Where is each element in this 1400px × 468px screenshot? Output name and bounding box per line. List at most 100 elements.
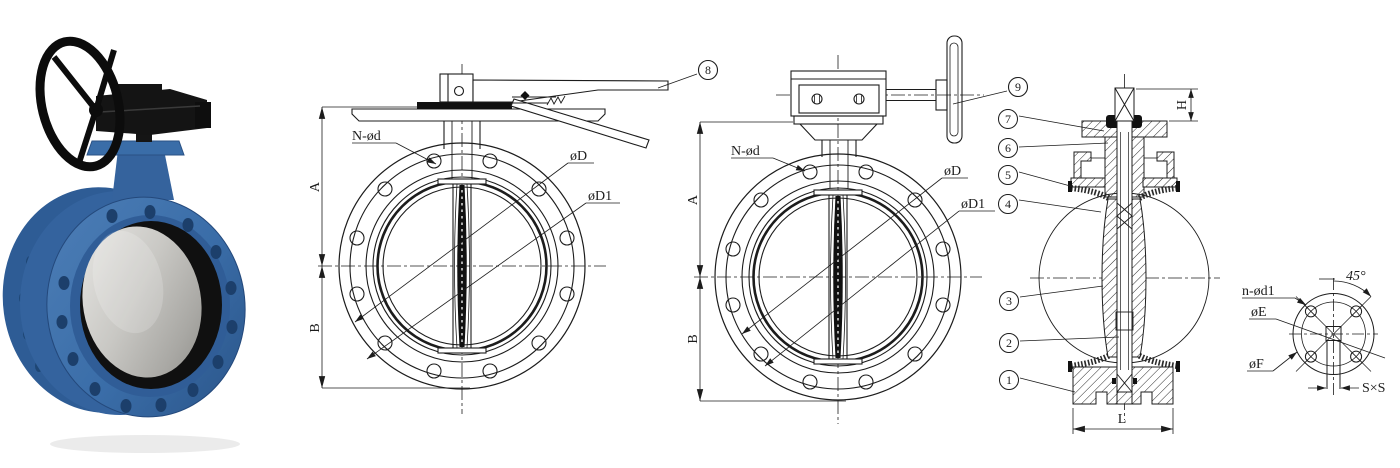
face-circle	[365, 169, 559, 363]
neck-wall	[1131, 136, 1145, 198]
balloon-8-leader	[657, 73, 698, 89]
dim-H	[1136, 88, 1198, 122]
balloon-3	[999, 291, 1019, 311]
label-dia-D1: øD1	[588, 189, 612, 204]
balloon-9-number: 9	[1015, 80, 1021, 94]
valve-neck	[112, 150, 174, 200]
leader-dia-D1	[764, 210, 960, 367]
balloon-2-number: 2	[1006, 336, 1012, 350]
front-view-gear-drawing	[694, 35, 1029, 424]
gearbox-face	[798, 84, 880, 114]
bottom-flange	[1072, 366, 1118, 405]
balloon-6	[998, 138, 1018, 158]
leaders	[352, 73, 698, 360]
bolt-hole-pattern	[1304, 305, 1363, 363]
dim-label-H: H	[1175, 100, 1190, 110]
balloon-8-number: 8	[705, 63, 711, 77]
balloon-5-number: 5	[1005, 168, 1011, 182]
top-flange-plate	[86, 140, 185, 156]
bottom-seal	[1133, 378, 1137, 384]
dimensions	[318, 106, 470, 389]
disc-edge-view	[813, 189, 863, 365]
stem-channel	[1116, 120, 1133, 393]
dim-label-A: A	[308, 181, 323, 192]
dim-label-L: L	[1118, 412, 1127, 427]
flange-od-circle	[714, 153, 962, 401]
label-dia-D1: øD1	[961, 197, 985, 212]
balloon-6-number: 6	[1005, 141, 1011, 155]
bottom-flange	[1131, 366, 1174, 405]
latch-pin	[520, 91, 530, 100]
dim-label-A: A	[686, 194, 701, 205]
lever-head-block	[439, 73, 474, 103]
label-bolt-holes: N-ød	[352, 129, 381, 144]
face-circle	[741, 180, 935, 374]
balloon-9	[1007, 76, 1029, 98]
disc-edge-view	[437, 178, 487, 354]
photo-shadow	[50, 435, 240, 453]
bottom-seal	[1112, 378, 1116, 384]
bottom-boss	[1116, 391, 1133, 405]
dim-L	[1072, 408, 1174, 434]
stem-square	[1325, 326, 1342, 341]
label-bolt-holes: n-ød1	[1242, 284, 1275, 299]
front-view-gear-text: N-ød øD øD1 A B 9	[686, 80, 1021, 344]
seat-edge	[1068, 361, 1072, 372]
leader-bolt-holes	[395, 142, 437, 165]
flange-od-circle	[1292, 293, 1375, 375]
leader-dia-D1	[366, 202, 587, 360]
gearbox-bolt	[853, 93, 865, 105]
lever-top-bar	[472, 79, 669, 103]
leader-dia-D	[354, 162, 569, 323]
front-view-lever-drawing	[318, 59, 719, 414]
leaders	[731, 90, 1008, 367]
balloon-7	[998, 109, 1018, 129]
label-dia-D: øD	[944, 164, 961, 179]
seat-edge	[1176, 181, 1180, 192]
seat-edge	[1068, 181, 1072, 192]
valve-neck	[443, 121, 481, 179]
front-view-lever-text: N-ød øD øD1 A B 8	[308, 63, 711, 333]
label-dia-D: øD	[570, 149, 587, 164]
balloon-7-number: 7	[1005, 112, 1011, 126]
gear-operator-drawing	[790, 35, 963, 188]
balloon-1	[999, 370, 1019, 390]
balloon-1-number: 1	[1006, 373, 1012, 387]
lower-stem-bushing	[1115, 311, 1134, 331]
disc-sheen	[92, 230, 164, 334]
seat-edge	[1176, 361, 1180, 372]
face-circle	[372, 176, 552, 356]
neck-wall	[1104, 136, 1118, 198]
bolt-hole-pattern	[725, 164, 951, 390]
label-dia-F: øF	[1249, 357, 1264, 372]
label-stem-square: S×S	[1362, 381, 1385, 396]
gearbox-bolt	[811, 93, 823, 105]
leader-dia-E	[1275, 318, 1386, 359]
handwheel-edge-view	[946, 35, 963, 144]
balloon-3-number: 3	[1006, 294, 1012, 308]
body-lug	[1156, 151, 1175, 179]
balloon-leaders	[1018, 115, 1120, 393]
lever-base-plate	[417, 102, 512, 109]
leader-dia-F	[1272, 351, 1298, 372]
leader-bolt-holes	[1294, 297, 1307, 306]
balloon-9-leader	[952, 90, 1008, 105]
gearbox-body	[790, 70, 887, 117]
lever-handle	[510, 98, 650, 149]
pivot-hole	[453, 85, 465, 97]
flange-od-circle	[338, 142, 586, 390]
face-circle	[748, 187, 928, 367]
flange-ring-circle	[349, 153, 575, 379]
label-bolt-holes: N-ød	[731, 144, 760, 159]
bolt-circle	[1301, 301, 1366, 367]
valve-photo	[2, 36, 246, 453]
latch-spring	[546, 95, 566, 106]
handwheel	[35, 36, 125, 172]
body-lug	[1073, 151, 1092, 179]
gearbox-base	[793, 115, 884, 125]
section-view-text: 7 6 5 4 3 2 1 H L	[1005, 100, 1190, 427]
front-bolt-holes	[56, 205, 238, 413]
label-dia-E: øE	[1251, 305, 1267, 320]
